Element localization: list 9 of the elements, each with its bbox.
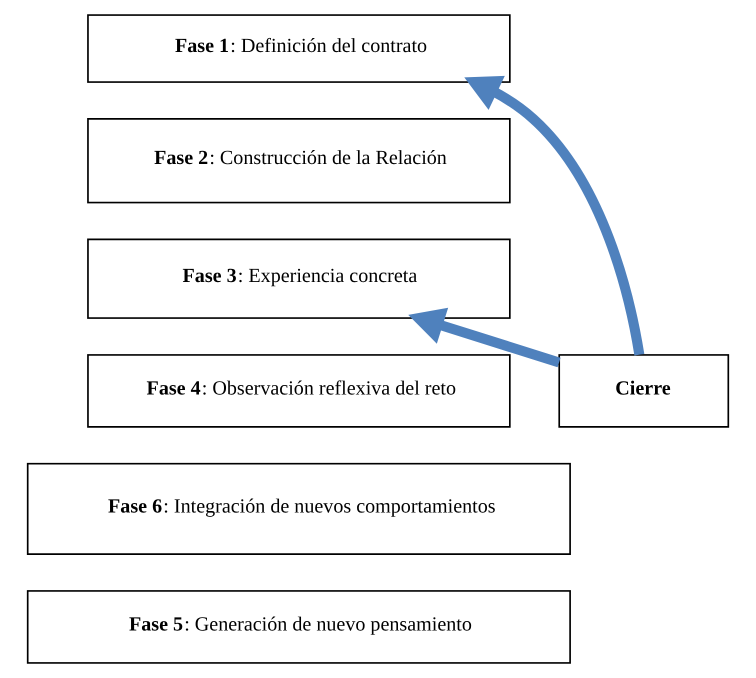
- node-box: Fase 2: Construcción de la Relación: [87, 118, 511, 204]
- node-box: Fase 3: Experiencia concreta: [87, 238, 511, 319]
- node-box: Cierre: [558, 354, 730, 428]
- node-box: Fase 6: Integración de nuevos comportamientos: [26, 462, 571, 555]
- node-box: Fase 1: Definición del contrato: [87, 14, 511, 83]
- arrow: [464, 76, 644, 356]
- arrow: [408, 308, 561, 368]
- node-box: Fase 5: Generación de nuevo pensamiento: [26, 590, 571, 664]
- node-box: Fase 4: Observación reflexiva del reto: [87, 354, 511, 428]
